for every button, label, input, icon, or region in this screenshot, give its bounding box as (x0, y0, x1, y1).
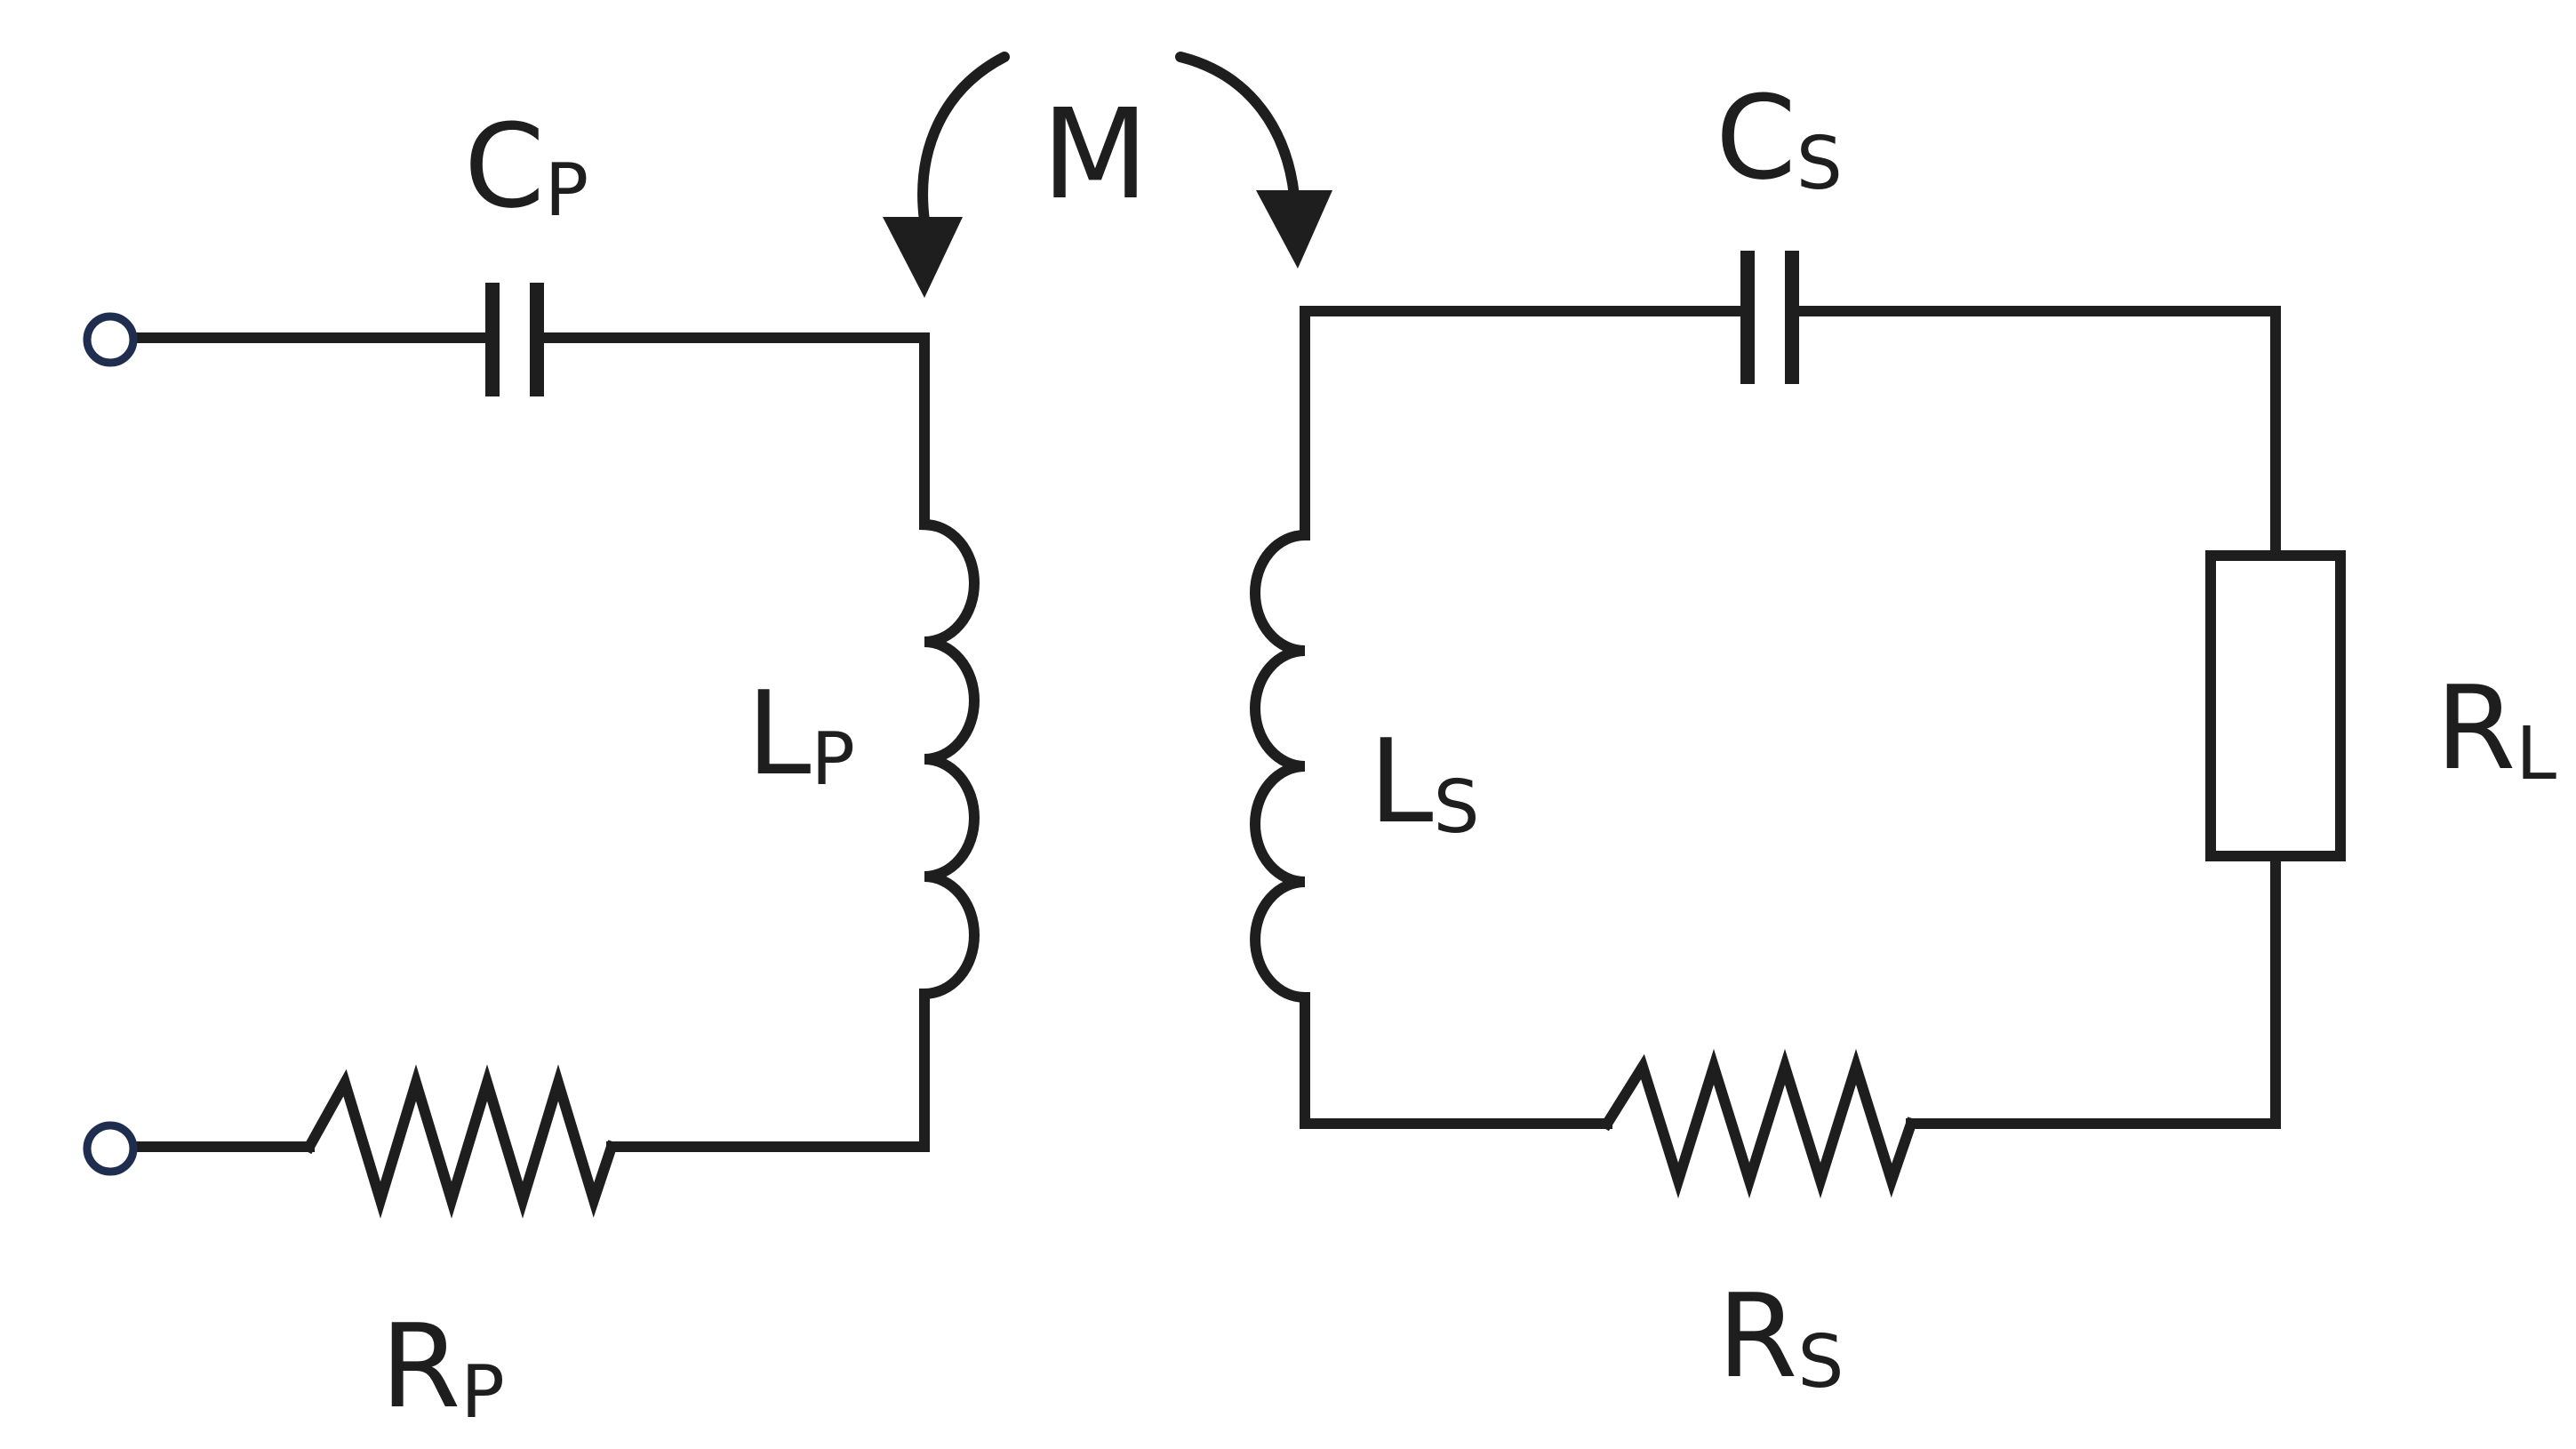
resistor-rs (1599, 1048, 1918, 1199)
arrow-left-curve (917, 52, 1010, 226)
wire-primary-top-right (540, 332, 930, 530)
label-m: M (1042, 83, 1149, 228)
label-lp: LP (747, 666, 855, 802)
label-ls: LS (1369, 714, 1480, 850)
inductor-ls (1250, 529, 1311, 1004)
label-rp: RP (380, 1299, 505, 1435)
wire-secondary-right (1906, 851, 2281, 1129)
label-cp: CP (464, 99, 588, 234)
load-resistor-rl (2205, 550, 2346, 861)
label-rs: RS (1717, 1269, 1844, 1405)
wire-secondary-top-right (1792, 306, 2281, 561)
wire-secondary-bottom-left (1300, 992, 1612, 1129)
capacitor-cs (1740, 251, 1799, 384)
label-cs: CS (1716, 70, 1843, 206)
inductor-lp (606, 518, 980, 1152)
arrow-right-head (1256, 190, 1332, 268)
arrow-right-curve (1175, 52, 1300, 201)
secondary-circuit (1250, 251, 2346, 1199)
label-rl: RL (2436, 660, 2556, 797)
terminal-top[interactable] (83, 312, 138, 367)
mutual-inductance (883, 52, 1332, 298)
wire-secondary-top-left (1300, 306, 1748, 540)
terminal-bottom[interactable] (83, 1121, 138, 1176)
primary-circuit (83, 283, 980, 1219)
capacitor-cp (485, 283, 544, 396)
arrow-left-head (883, 217, 963, 298)
resistor-rp (301, 1064, 619, 1219)
